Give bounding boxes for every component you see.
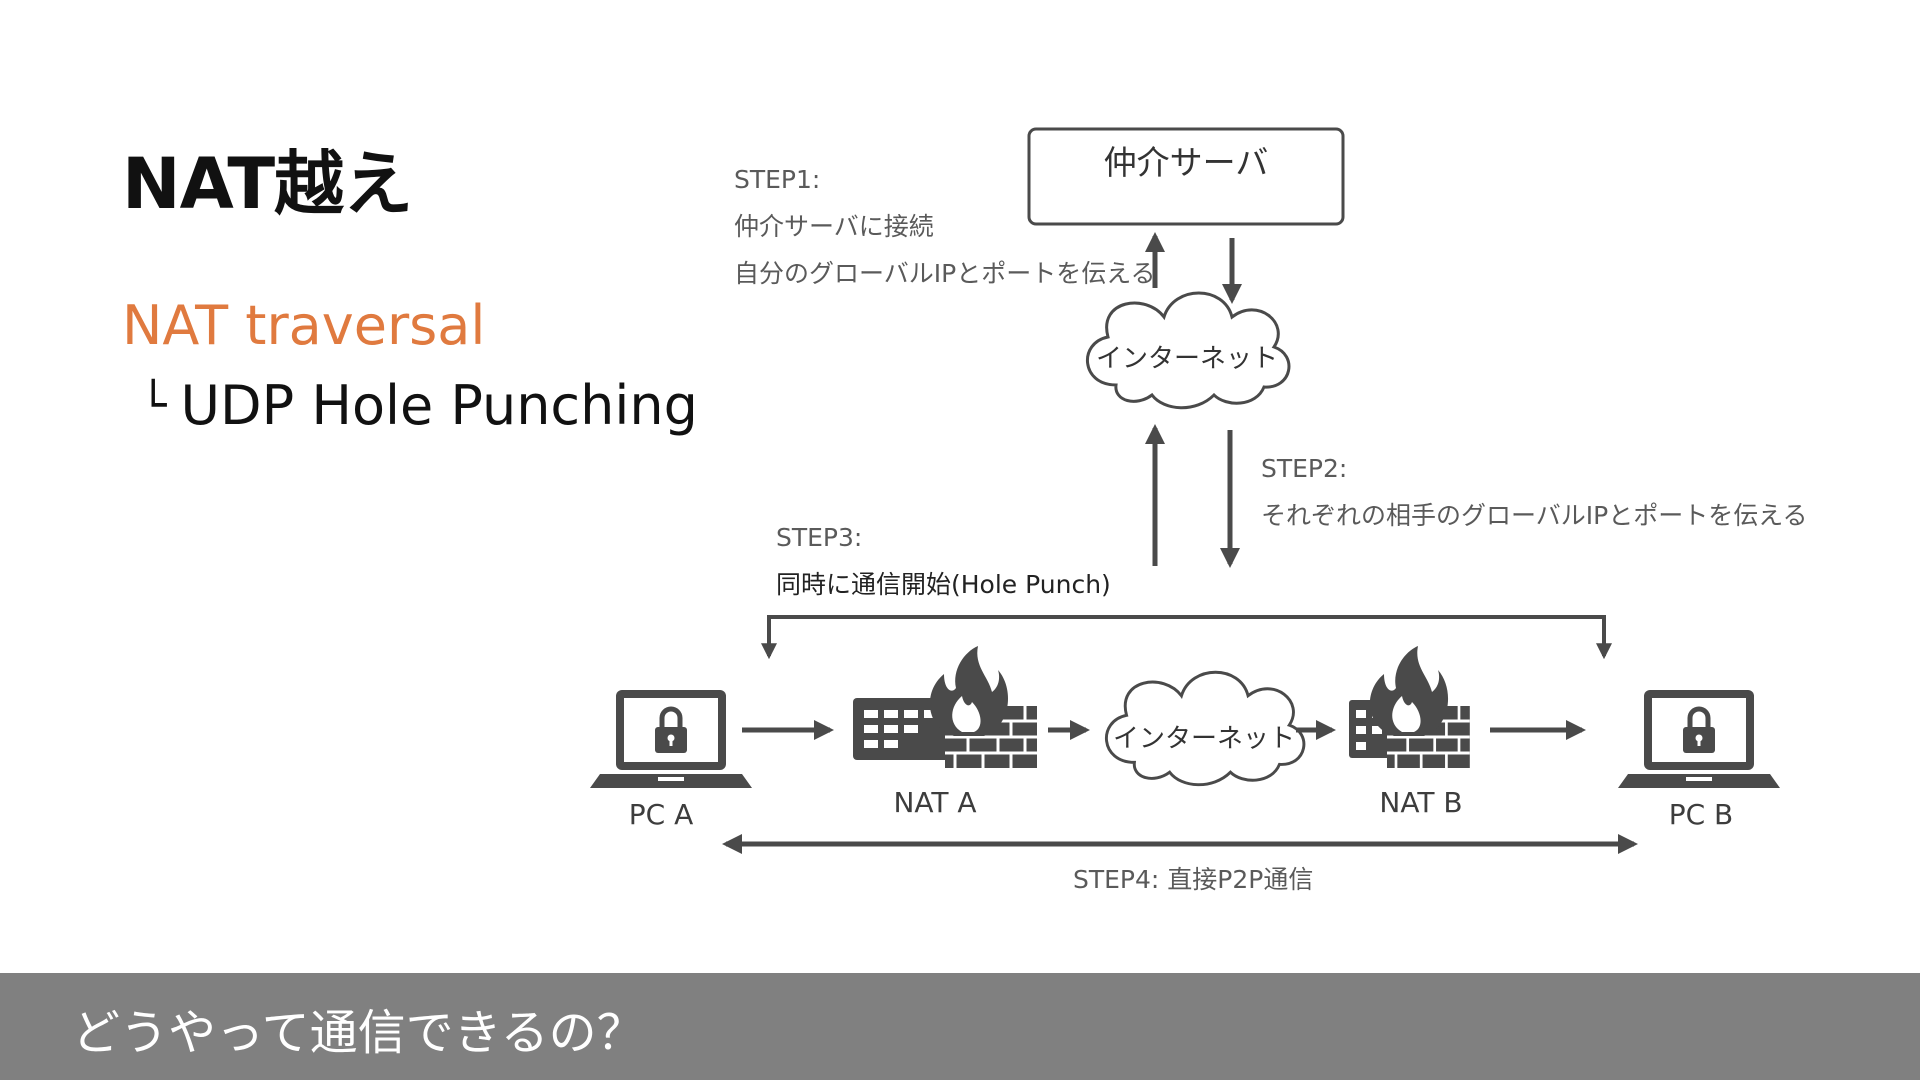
slide-subtitle: NAT traversal xyxy=(122,294,486,357)
footer-question: どうやって通信できるの？ xyxy=(72,1005,645,1061)
step1-text: STEP1: 仲介サーバに接続 自分のグローバルIPとポートを伝える xyxy=(734,156,1155,297)
intermediary-server-box xyxy=(1027,127,1345,226)
server-label: 仲介サーバ xyxy=(1103,143,1269,182)
internet-label-top: インターネット xyxy=(1096,344,1279,374)
router-icon-nat-a xyxy=(853,698,955,760)
corner-glyph: └ xyxy=(140,380,167,431)
nat-b-label: NAT B xyxy=(1379,786,1463,819)
step4-text: STEP4: 直接P2P通信 xyxy=(1073,865,1314,894)
nat-a-label: NAT A xyxy=(893,786,977,819)
laptop-lock-icon-pc-b xyxy=(1618,690,1780,788)
step3-line1: 同時に通信開始(Hole Punch) xyxy=(776,570,1111,599)
internet-label-bottom: インターネット xyxy=(1113,724,1296,754)
firewall-icon-nat-a xyxy=(929,646,1039,770)
slide-title: NAT越え xyxy=(122,143,413,225)
laptop-lock-icon-pc-a xyxy=(590,690,752,788)
step1-line1: 仲介サーバに接続 xyxy=(734,212,934,241)
step3-hole-punch-bracket xyxy=(767,615,1606,651)
step3-text: STEP3: 同時に通信開始(Hole Punch) xyxy=(776,514,1111,608)
step1-head: STEP1: xyxy=(734,165,821,194)
pc-a-label: PC A xyxy=(628,798,694,831)
step2-line1: それぞれの相手のグローバルIPとポートを伝える xyxy=(1261,501,1808,530)
step2-text: STEP2: それぞれの相手のグローバルIPとポートを伝える xyxy=(1261,445,1807,539)
step3-head: STEP3: xyxy=(776,523,863,552)
step1-line2: 自分のグローバルIPとポートを伝える xyxy=(734,259,1156,288)
step2-head: STEP2: xyxy=(1261,454,1348,483)
footer-bar xyxy=(0,973,1920,1080)
pc-b-label: PC B xyxy=(1668,798,1734,831)
slide-subsubtitle: └ UDP Hole Punching xyxy=(140,374,698,437)
subsubtitle-text: UDP Hole Punching xyxy=(180,374,698,437)
